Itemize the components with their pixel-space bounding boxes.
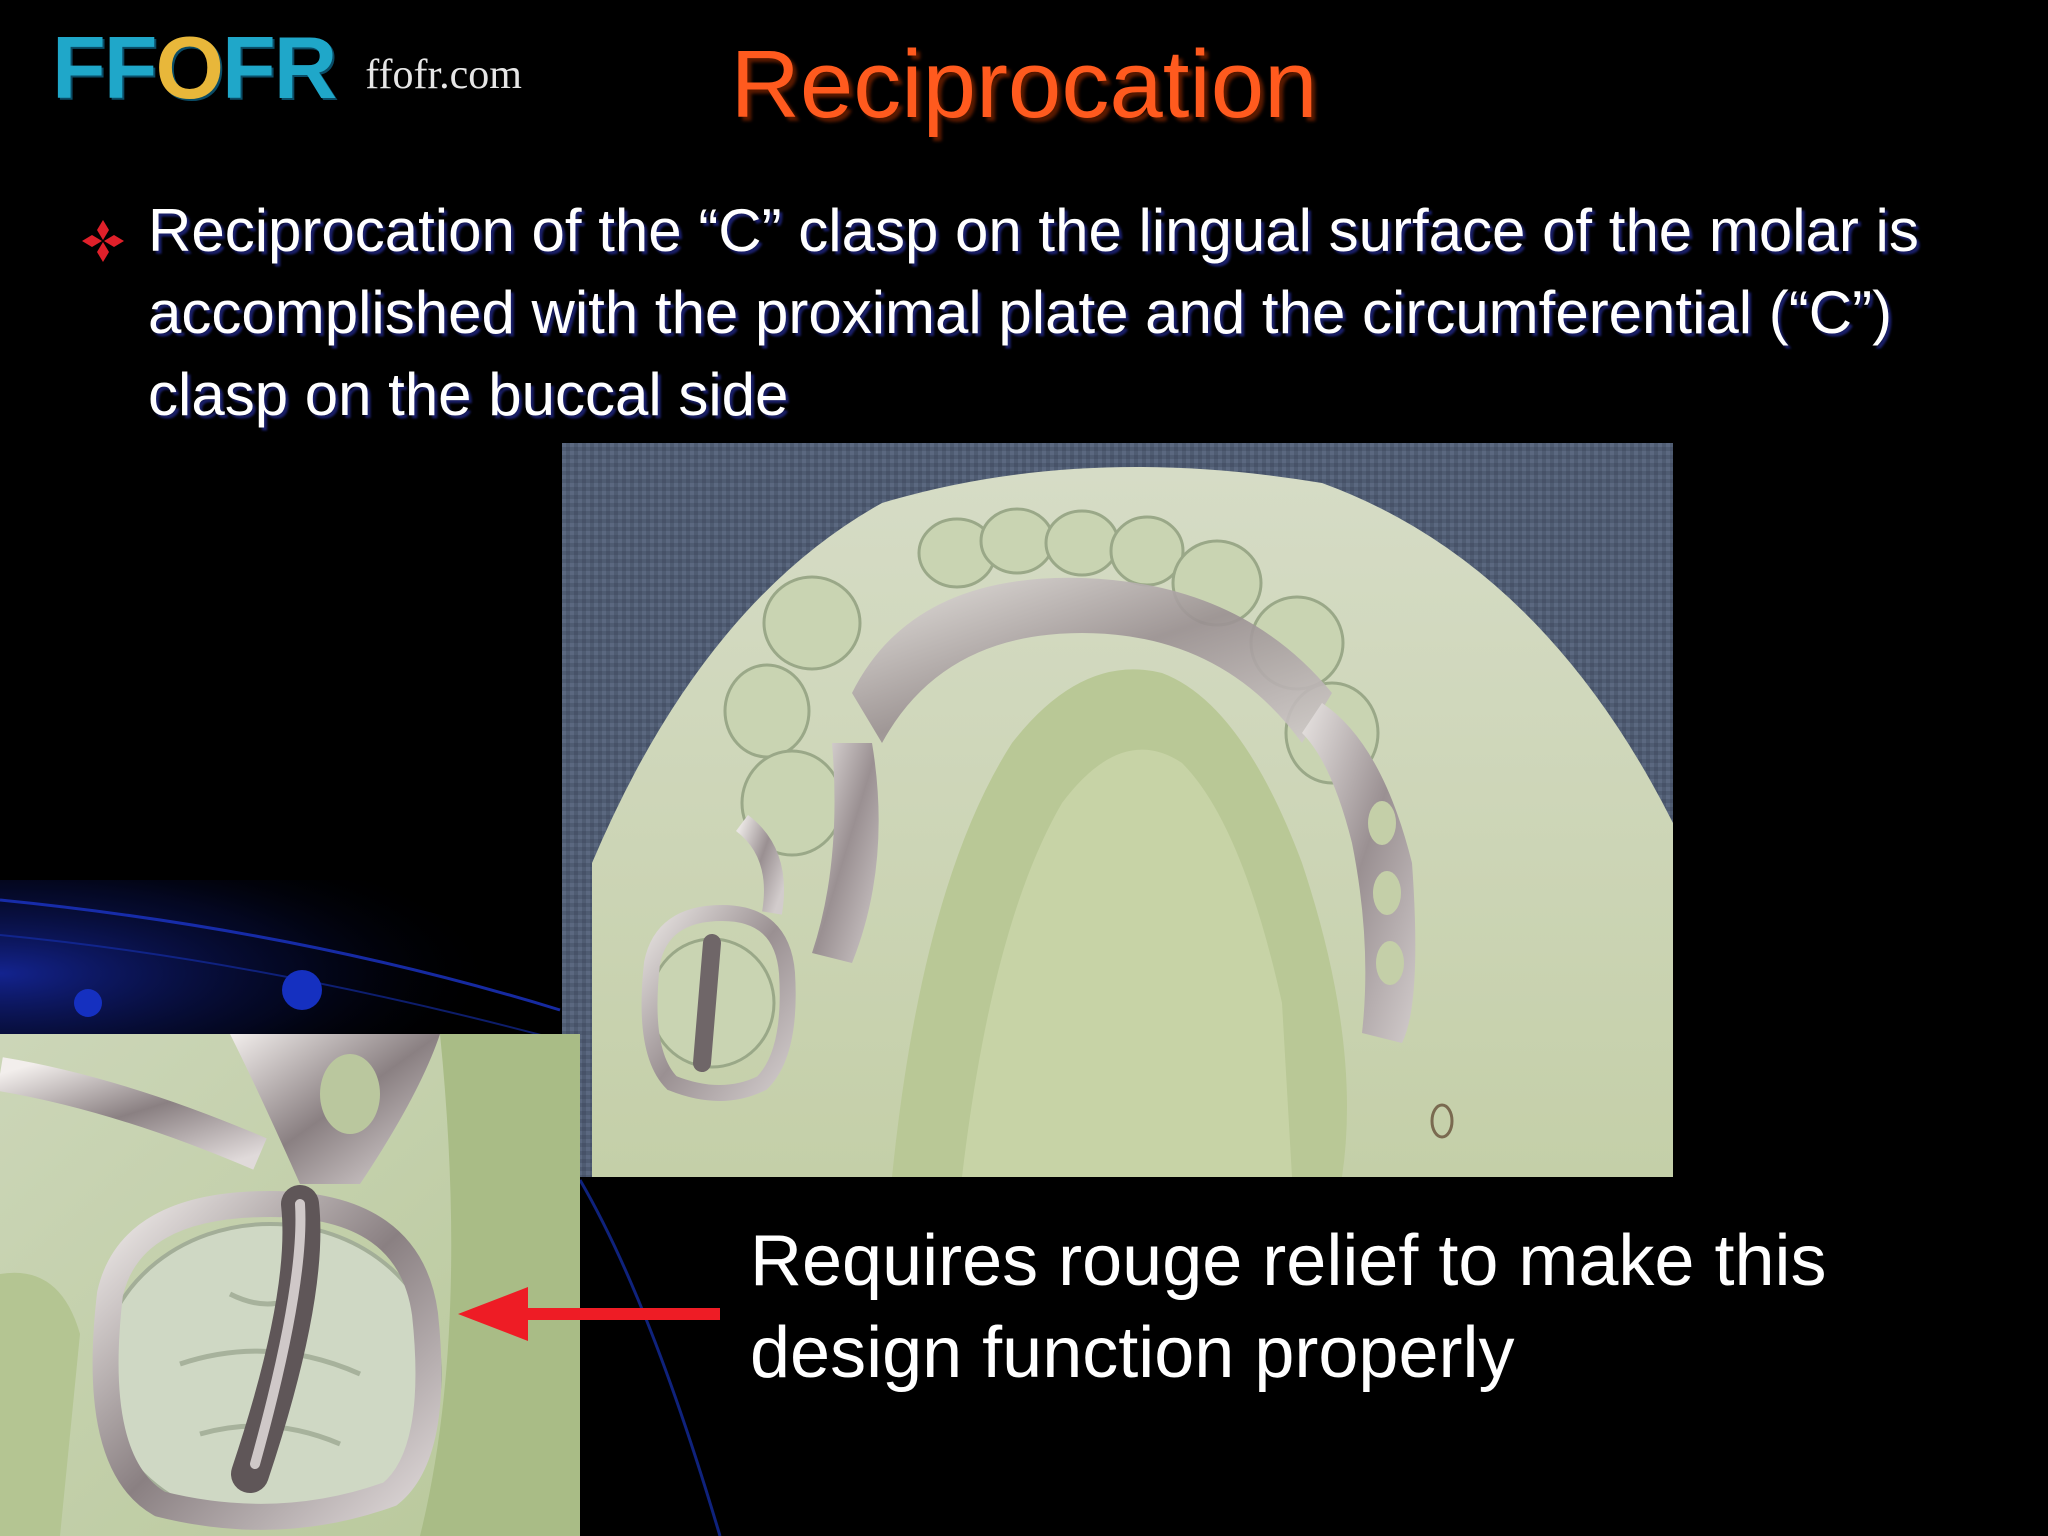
logo-mark-fr: FR [221,18,337,117]
molar-clasp-closeup-photo [0,1034,580,1536]
diamond-bullet-icon [82,220,124,262]
logo-mark: FFOFR [52,24,337,112]
arrow-left-icon [458,1287,720,1341]
caption-text: Requires rouge relief to make this desig… [750,1221,1827,1393]
logo-mark-ff: FF [52,18,158,117]
dental-cast-photo [562,443,1673,1177]
slide-title-text: Reciprocation [730,31,1318,138]
slide-title: Reciprocation [0,30,2048,140]
logo-domain: ffofr.com [365,52,522,98]
ffofr-logo: FFOFR ffofr.com [52,24,522,112]
bullet-item: Reciprocation of the “C” clasp on the li… [78,190,1978,436]
dental-cast-illustration [562,443,1673,1177]
bullet-text: Reciprocation of the “C” clasp on the li… [148,197,1919,428]
molar-clasp-closeup-illustration [0,1034,580,1536]
logo-mark-o: O [155,18,224,117]
